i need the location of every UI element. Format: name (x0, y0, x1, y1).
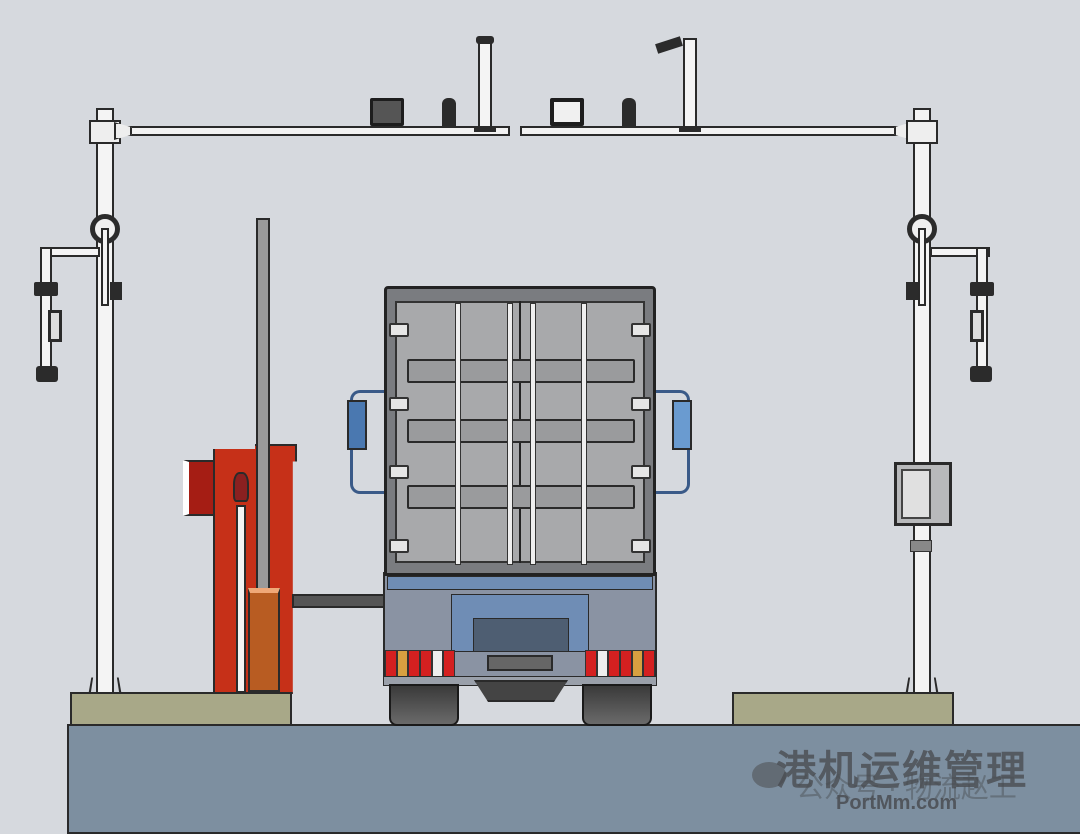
right-overhead-beam (520, 126, 912, 136)
right-side-camera-icon (970, 282, 994, 296)
left-swivel-arm (101, 228, 109, 306)
hinge-left-4 (389, 539, 409, 553)
barrier-indicator-rod (236, 505, 246, 693)
barrier-arm-raised (256, 218, 270, 590)
right-gantry-pole (913, 108, 931, 694)
barrier-arm-horizontal (292, 594, 386, 608)
right-display-screen-icon (550, 98, 584, 126)
door-rib-middle (407, 419, 635, 443)
hinge-right-4 (631, 539, 651, 553)
truck-right-mirror (672, 400, 692, 450)
right-island (732, 692, 954, 726)
locking-rod-2 (507, 303, 513, 565)
hinge-left-3 (389, 465, 409, 479)
left-light-pole-base (474, 126, 496, 132)
left-camera-icon (442, 98, 456, 128)
door-rib-top (407, 359, 635, 383)
right-side-camera-body (970, 310, 984, 342)
wechat-icon (752, 762, 786, 788)
cabinet-clamp (910, 540, 932, 552)
right-camera-icon (622, 98, 636, 128)
left-display-screen-icon (370, 98, 404, 126)
floodlight-icon (655, 36, 683, 54)
locking-rod-3 (530, 303, 536, 565)
truck-left-mirror (347, 400, 367, 450)
left-gantry-pole (96, 108, 114, 694)
control-cabinet (894, 462, 952, 526)
truck-wheel-right (582, 684, 652, 726)
truck-tail-lights-left (385, 650, 456, 678)
truck-differential (474, 680, 568, 702)
left-side-camera-body (48, 310, 62, 342)
right-pole-clamp (906, 282, 918, 300)
hinge-right-3 (631, 465, 651, 479)
door-rib-bottom (407, 485, 635, 509)
watermark-title: 港机运维管理 (776, 749, 1028, 793)
hinge-right-1 (631, 323, 651, 337)
chassis-center-plate (473, 618, 569, 652)
hinge-left-2 (389, 397, 409, 411)
truck-wheel-left (389, 684, 459, 726)
right-floodlight-pole-base (679, 126, 701, 132)
watermark-site: PortMm.com (836, 792, 958, 814)
chassis-crossbar (387, 576, 653, 590)
left-light-pole-cap (476, 36, 494, 44)
hinge-left-1 (389, 323, 409, 337)
barrier-indicator-light-icon (233, 472, 249, 502)
right-side-camera-lens-icon (970, 366, 992, 382)
right-pole-flange (906, 120, 938, 144)
barrier-motor-box (248, 588, 280, 692)
right-swivel-arm (918, 228, 926, 306)
license-plate (487, 655, 553, 671)
right-side-arm (930, 247, 990, 257)
hinge-right-2 (631, 397, 651, 411)
truck-tail-lights-right (585, 650, 656, 678)
container-body (384, 286, 656, 576)
road-surface (67, 724, 1080, 834)
left-island (70, 692, 292, 726)
left-side-camera-lens-icon (36, 366, 58, 382)
locking-rod-4 (581, 303, 587, 565)
left-pole-clamp (110, 282, 122, 300)
locking-rod-1 (455, 303, 461, 565)
right-floodlight-pole (683, 38, 697, 128)
left-light-pole (478, 38, 492, 128)
right-pole-base (905, 677, 939, 695)
cabinet-door (901, 469, 931, 519)
barrier-sign-panel (183, 460, 217, 516)
left-side-camera-icon (34, 282, 58, 296)
left-beam-cone (114, 122, 132, 140)
left-pole-base (88, 677, 122, 695)
watermark-subtitle: 公众号 · 物流赵工 (796, 772, 1017, 803)
